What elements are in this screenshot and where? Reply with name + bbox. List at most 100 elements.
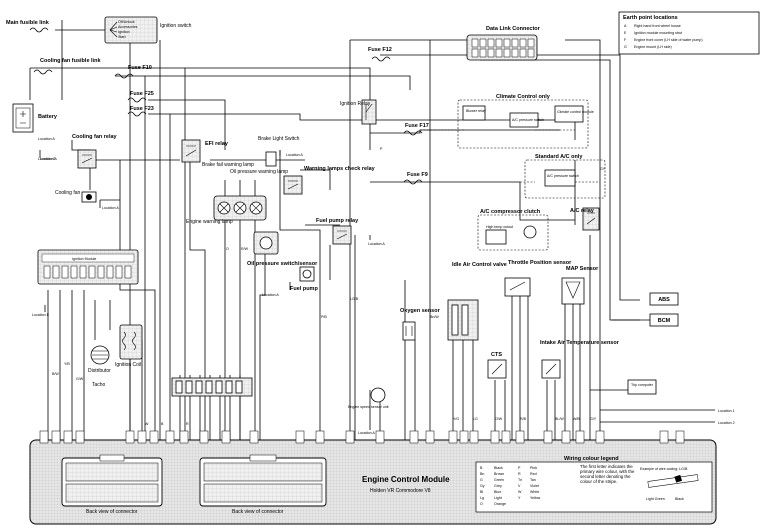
svg-text:Location A: Location A (102, 206, 119, 210)
svg-text:Green: Green (494, 478, 504, 482)
svg-text:Location 2: Location 2 (718, 421, 735, 425)
svg-text:Ignition Module: Ignition Module (72, 257, 96, 261)
svg-text:Back view of connector: Back view of connector (86, 509, 138, 515)
engine-lamp-label: Engine warning lamp (186, 219, 233, 225)
svg-text:Fuse F12: Fuse F12 (368, 47, 392, 53)
svg-text:Fuel pump: Fuel pump (290, 286, 318, 292)
main-fusible-link-label: Main fusible link (6, 20, 50, 26)
svg-text:Bn/W: Bn/W (430, 315, 439, 319)
legend-example: Example of wire coding: LG/B (640, 467, 688, 471)
distributor: Distributor (88, 345, 111, 374)
ecm-subtitle: Holden VR Commodore V8 (370, 488, 431, 494)
main-fusible-link: Main fusible link (6, 20, 50, 33)
relay-fuse-block (171, 377, 253, 397)
svg-text:O/W: O/W (495, 417, 503, 421)
battery: Battery Location A (12, 103, 58, 161)
svg-text:Ignition module mounting strut: Ignition module mounting strut (634, 31, 682, 35)
svg-text:Climate Control only: Climate Control only (496, 94, 551, 100)
svg-text:R: R (186, 422, 189, 426)
svg-text:Fuse F23: Fuse F23 (130, 106, 154, 112)
svg-text:Right hand front wheel house: Right hand front wheel house (634, 24, 681, 28)
abs-module: ABS (649, 292, 679, 306)
svg-text:A/C pressure switch: A/C pressure switch (512, 118, 544, 122)
engine-speed-sensor: Engine speed sensor unit (348, 387, 389, 409)
svg-text:O: O (480, 502, 483, 506)
svg-text:G: G (480, 478, 483, 482)
svg-text:Location E: Location E (32, 313, 50, 317)
svg-text:F: F (624, 38, 627, 42)
svg-text:Engine front cover (LH side of: Engine front cover (LH side of water pum… (634, 38, 703, 42)
fuse-f17: Fuse F17 (403, 123, 429, 136)
svg-text:Location 1: Location 1 (718, 409, 735, 413)
brake-lamp-label: Brake fail warning lamp (202, 162, 254, 168)
svg-text:MAP Sensor: MAP Sensor (566, 266, 599, 272)
svg-text:V: V (518, 484, 521, 488)
earth-points-title: Earth point locations (623, 15, 678, 21)
svg-text:Oxygen sensor: Oxygen sensor (400, 308, 441, 314)
legend-light-green: Light Green (646, 497, 665, 501)
svg-text:CTS: CTS (491, 352, 502, 358)
legend-note: The first letter indicates the primary w… (580, 464, 635, 484)
trip-computer: Trip computer (627, 379, 657, 395)
ecm-connector-2: Back view of connector (199, 454, 327, 515)
svg-text:A/C relay: A/C relay (570, 208, 595, 214)
cooling-fan-fusible-link-label: Cooling fan fusible link (40, 58, 101, 64)
oil-lamp-label: Oil pressure warning lamp (230, 169, 288, 175)
map-sensor: MAP Sensor (561, 266, 599, 305)
svg-text:W/B: W/B (573, 417, 580, 421)
cooling-fan-relay: Cooling fan relay (72, 134, 118, 169)
svg-text:Location A: Location A (262, 293, 279, 297)
svg-text:Data Link Connector: Data Link Connector (486, 26, 541, 32)
oil-pressure-switch: Oil pressure switch/sensor (247, 231, 318, 267)
fuel-pump-relay: Fuel pump relay (316, 218, 359, 245)
cooling-fan-fusible-link: Cooling fan fusible link (33, 58, 101, 75)
svg-text:Pink: Pink (530, 466, 537, 470)
svg-text:Warning lamps check relay: Warning lamps check relay (304, 166, 376, 172)
warning-lamps: Brake fail warning lamp Oil pressure war… (186, 162, 288, 225)
svg-text:Engine speed sensor unit: Engine speed sensor unit (348, 405, 389, 409)
fuel-pump: Fuel pump (290, 266, 318, 292)
legend-black: Black (675, 497, 684, 501)
svg-text:E: E (624, 31, 627, 35)
svg-text:White: White (530, 490, 539, 494)
intake-air-temp-sensor: Intake Air Temperature sensor (540, 340, 620, 379)
svg-text:Brake Light Switch: Brake Light Switch (258, 136, 300, 142)
ignition-switch-label: Ignition switch (160, 23, 192, 29)
svg-text:Location A: Location A (368, 242, 385, 246)
svg-text:Tan: Tan (530, 478, 536, 482)
svg-text:Yellow: Yellow (530, 496, 541, 500)
warning-lamps-check-relay: Warning lamps check relay (283, 166, 376, 195)
fuse-f9: Fuse F9 (403, 172, 428, 185)
brake-light-switch: Brake Light Switch (258, 136, 300, 167)
svg-text:W: W (145, 422, 149, 426)
svg-text:Black: Black (494, 466, 503, 470)
svg-text:Y/B: Y/B (64, 362, 70, 366)
svg-text:Bl: Bl (480, 490, 483, 494)
battery-label: Battery (38, 114, 58, 120)
svg-text:Tacho: Tacho (92, 382, 106, 388)
svg-text:A/C pressure switch: A/C pressure switch (547, 174, 579, 178)
ecm-title: Engine Control Module (362, 475, 450, 484)
svg-text:Fuse F17: Fuse F17 (405, 123, 429, 129)
cooling-fan: Cooling fan (55, 190, 97, 203)
svg-text:Gy: Gy (480, 484, 485, 488)
location-labels: Location A Location A Location A Locatio… (32, 137, 735, 435)
svg-text:Light: Light (494, 496, 502, 500)
fusible-link-icon (29, 27, 49, 33)
svg-text:EFI relay: EFI relay (205, 141, 229, 147)
efi-relay: EFI relay (181, 139, 229, 163)
svg-text:O: O (226, 247, 229, 251)
svg-text:Lg: Lg (480, 496, 484, 500)
ecm-connector-1: Back view of connector (61, 454, 163, 515)
ignition-module: Ignition Module (37, 249, 139, 285)
svg-text:Tn: Tn (518, 478, 522, 482)
svg-text:BL/W: BL/W (555, 417, 564, 421)
svg-text:BCM: BCM (658, 318, 671, 324)
svg-text:Y: Y (518, 496, 521, 500)
ignition-module-pins (43, 265, 132, 279)
svg-text:Throttle Position sensor: Throttle Position sensor (508, 260, 572, 266)
svg-text:Intake Air Temperature sensor: Intake Air Temperature sensor (540, 340, 620, 346)
ecm-pin-row (39, 430, 685, 444)
